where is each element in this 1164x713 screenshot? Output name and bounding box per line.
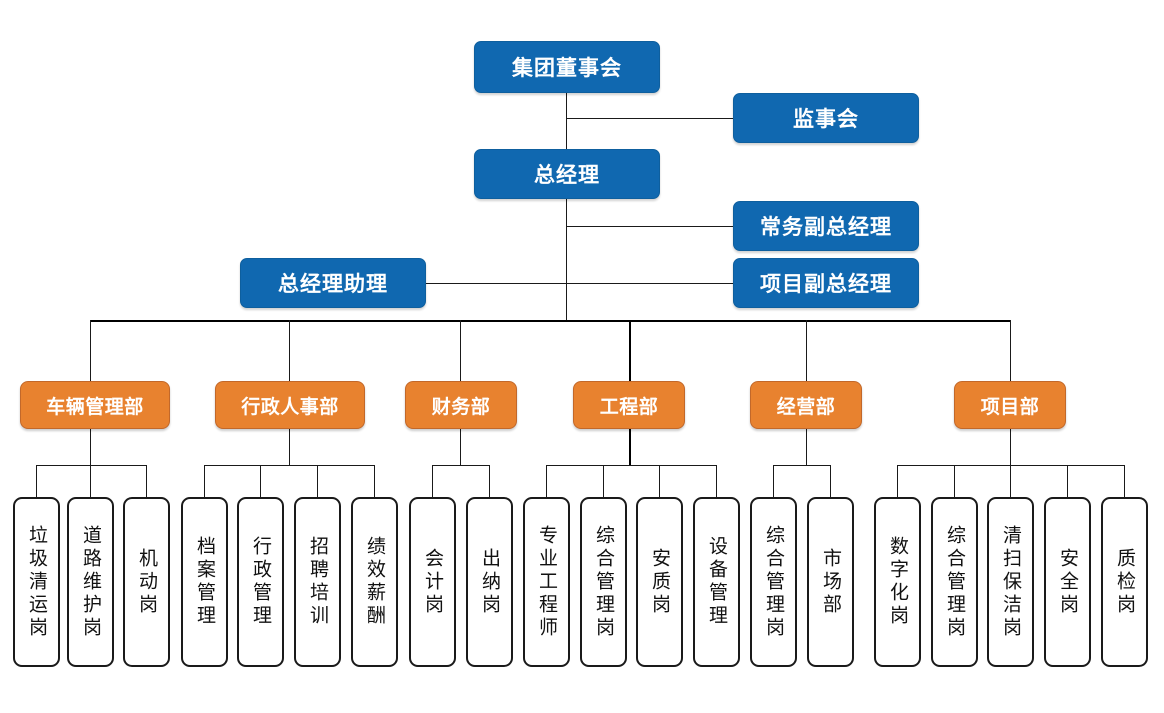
leaf-cashier-post[interactable]: 出纳岗 bbox=[466, 497, 513, 667]
connector-dept-6-leaf-4 bbox=[1067, 465, 1068, 497]
connector-gm-down-spine bbox=[566, 199, 567, 321]
leaf-cleaning-sanitation-post[interactable]: 清扫保洁岗 bbox=[987, 497, 1034, 667]
node-department-admin-hr[interactable]: 行政人事部 bbox=[215, 381, 365, 429]
node-project-deputy-gm[interactable]: 项目副总经理 bbox=[733, 258, 919, 308]
leaf-archive-management[interactable]: 档案管理 bbox=[181, 497, 228, 667]
connector-bus-to-dept-5 bbox=[806, 320, 807, 381]
connector-dept-5-bus bbox=[773, 465, 830, 466]
leaf-garbage-transport-post[interactable]: 垃圾清运岗 bbox=[13, 497, 60, 667]
connector-dept-2-leaf-1 bbox=[204, 465, 205, 497]
leaf-performance-compensation[interactable]: 绩效薪酬 bbox=[351, 497, 398, 667]
connector-board-to-gm bbox=[566, 92, 567, 150]
connector-bus-to-dept-1 bbox=[90, 320, 91, 381]
connector-dept-4-leaf-1 bbox=[546, 465, 547, 497]
node-general-manager[interactable]: 总经理 bbox=[474, 149, 660, 199]
connector-dept-1-leaf-1 bbox=[36, 465, 37, 497]
connector-dept-1-down bbox=[90, 429, 91, 465]
connector-dept-2-down bbox=[289, 429, 290, 465]
node-supervisory-board[interactable]: 监事会 bbox=[733, 93, 919, 143]
connector-dept-2-leaf-4 bbox=[374, 465, 375, 497]
connector-dept-2-leaf-2 bbox=[260, 465, 261, 497]
connector-department-bus bbox=[90, 320, 1010, 322]
connector-dept-6-leaf-5 bbox=[1124, 465, 1125, 497]
leaf-market-department[interactable]: 市场部 bbox=[807, 497, 854, 667]
node-board[interactable]: 集团董事会 bbox=[474, 41, 660, 93]
leaf-administrative-management[interactable]: 行政管理 bbox=[237, 497, 284, 667]
leaf-digitalization-post[interactable]: 数字化岗 bbox=[874, 497, 921, 667]
connector-bus-to-dept-2 bbox=[289, 320, 290, 381]
connector-spine-to-gm-assistant bbox=[425, 283, 567, 284]
connector-dept-4-down bbox=[629, 429, 631, 465]
connector-dept-1-leaf-2 bbox=[90, 465, 91, 497]
leaf-equipment-management[interactable]: 设备管理 bbox=[693, 497, 740, 667]
connector-dept-6-leaf-2 bbox=[954, 465, 955, 497]
connector-spine-to-exec-deputy bbox=[566, 226, 733, 227]
node-department-project[interactable]: 项目部 bbox=[954, 381, 1066, 429]
leaf-road-maintenance-post[interactable]: 道路维护岗 bbox=[67, 497, 114, 667]
node-gm-assistant[interactable]: 总经理助理 bbox=[240, 258, 426, 308]
leaf-operations-general-management-post[interactable]: 综合管理岗 bbox=[750, 497, 797, 667]
leaf-accounting-post[interactable]: 会计岗 bbox=[409, 497, 456, 667]
node-executive-deputy-gm[interactable]: 常务副总经理 bbox=[733, 201, 919, 251]
leaf-recruitment-training[interactable]: 招聘培训 bbox=[294, 497, 341, 667]
connector-gm-spine-to-supervisory bbox=[566, 118, 733, 119]
connector-dept-1-bus bbox=[36, 465, 146, 466]
connector-dept-5-leaf-2 bbox=[830, 465, 831, 497]
connector-dept-3-down bbox=[460, 429, 461, 465]
connector-dept-6-leaf-1 bbox=[897, 465, 898, 497]
leaf-quality-inspection-post[interactable]: 质检岗 bbox=[1101, 497, 1148, 667]
leaf-safety-quality-post[interactable]: 安质岗 bbox=[636, 497, 683, 667]
leaf-mobile-post[interactable]: 机动岗 bbox=[123, 497, 170, 667]
connector-dept-1-leaf-3 bbox=[146, 465, 147, 497]
connector-dept-4-bus bbox=[546, 465, 716, 466]
leaf-project-general-management-post[interactable]: 综合管理岗 bbox=[931, 497, 978, 667]
leaf-engineering-general-management-post[interactable]: 综合管理岗 bbox=[580, 497, 627, 667]
connector-dept-6-leaf-3 bbox=[1010, 465, 1011, 497]
connector-dept-4-leaf-3 bbox=[659, 465, 660, 497]
connector-dept-4-leaf-4 bbox=[716, 465, 717, 497]
leaf-professional-engineer[interactable]: 专业工程师 bbox=[523, 497, 570, 667]
connector-dept-5-leaf-1 bbox=[773, 465, 774, 497]
node-department-finance[interactable]: 财务部 bbox=[405, 381, 517, 429]
node-department-engineering[interactable]: 工程部 bbox=[573, 381, 685, 429]
connector-dept-2-leaf-3 bbox=[317, 465, 318, 497]
connector-dept-4-leaf-2 bbox=[603, 465, 604, 497]
connector-dept-6-down bbox=[1010, 429, 1011, 465]
node-department-operations[interactable]: 经营部 bbox=[750, 381, 862, 429]
connector-dept-5-down bbox=[806, 429, 807, 465]
connector-dept-3-bus bbox=[432, 465, 489, 466]
node-department-vehicle-management[interactable]: 车辆管理部 bbox=[20, 381, 170, 429]
connector-dept-3-leaf-2 bbox=[489, 465, 490, 497]
connector-dept-2-bus bbox=[204, 465, 374, 466]
connector-bus-to-dept-6 bbox=[1010, 320, 1011, 381]
connector-bus-to-dept-3 bbox=[460, 320, 461, 381]
connector-bus-to-dept-4 bbox=[629, 320, 631, 381]
connector-dept-3-leaf-1 bbox=[432, 465, 433, 497]
leaf-safety-post[interactable]: 安全岗 bbox=[1044, 497, 1091, 667]
connector-spine-to-project-deputy bbox=[566, 283, 733, 284]
